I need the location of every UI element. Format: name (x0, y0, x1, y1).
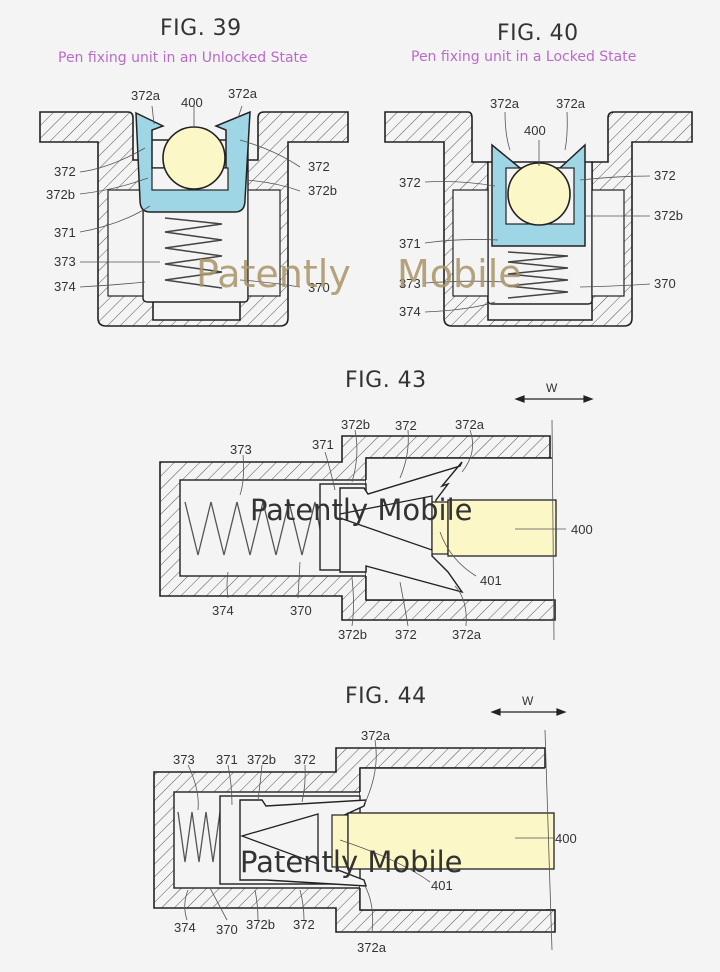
fig39-label-372a-left: 372a (131, 88, 160, 103)
fig43-label-372b-bottom: 372b (338, 627, 367, 642)
fig43-label-372a-top: 372a (455, 417, 484, 432)
fig44-direction-label: W (522, 694, 534, 708)
fig43-label-400: 400 (571, 522, 593, 537)
fig43-label-372-top: 372 (395, 418, 417, 433)
fig39-subtitle: Pen fixing unit in an Unlocked State (58, 50, 308, 66)
fig44-label-372a-bottom: 372a (357, 940, 386, 955)
fig39-label-372-left: 372 (54, 164, 76, 179)
fig44-label-372b-bottom: 372b (246, 917, 275, 932)
fig44-title: FIG. 44 (345, 684, 427, 709)
fig43-title: FIG. 43 (345, 368, 427, 393)
fig39-label-372-right: 372 (308, 159, 330, 174)
fig40-label-374: 374 (399, 304, 421, 319)
fig40-label-400: 400 (524, 123, 546, 138)
fig44-label-372b-top: 372b (247, 752, 276, 767)
fig39-label-371: 371 (54, 225, 76, 240)
fig44-label-400: 400 (555, 831, 577, 846)
fig43-label-374: 374 (212, 603, 234, 618)
fig40-label-370: 370 (654, 276, 676, 291)
fig40-subtitle: Pen fixing unit in a Locked State (411, 49, 637, 65)
fig39-label-372b-right: 372b (308, 183, 337, 198)
fig40-label-372a-right: 372a (556, 96, 585, 111)
fig40-label-371: 371 (399, 236, 421, 251)
fig39-drawing (39, 105, 349, 327)
fig40-label-372a-left: 372a (490, 96, 519, 111)
watermark-right: Mobile (397, 252, 522, 296)
fig39-label-370: 370 (308, 280, 330, 295)
fig44-label-372-bottom: 372 (293, 917, 315, 932)
fig40-drawing (384, 111, 693, 327)
fig39-label-372b-left: 372b (46, 187, 75, 202)
fig43-label-371: 371 (312, 437, 334, 452)
fig43-label-373: 373 (230, 442, 252, 457)
watermark-fig44: Patently Mobile (240, 845, 463, 879)
fig44-drawing (153, 708, 567, 951)
watermark-left: Patently (196, 252, 351, 296)
fig40-label-372-right: 372 (654, 168, 676, 183)
fig39-label-372a-right: 372a (228, 86, 257, 101)
fig40-title: FIG. 40 (497, 21, 579, 46)
fig44-label-370: 370 (216, 922, 238, 937)
fig39-title: FIG. 39 (160, 16, 242, 41)
fig40-label-373: 373 (399, 276, 421, 291)
fig39-label-373: 373 (54, 254, 76, 269)
fig39-label-400: 400 (181, 95, 203, 110)
fig44-label-401: 401 (431, 878, 453, 893)
fig43-label-372a-bottom: 372a (452, 627, 481, 642)
fig43-drawing (159, 395, 594, 641)
fig44-label-374: 374 (174, 920, 196, 935)
watermark-fig43: Patently Mobile (250, 493, 473, 527)
fig39-label-374: 374 (54, 279, 76, 294)
fig43-direction-label: W (546, 381, 558, 395)
fig44-label-372-top: 372 (294, 752, 316, 767)
fig40-label-372-left: 372 (399, 175, 421, 190)
fig43-label-401: 401 (480, 573, 502, 588)
fig43-label-372-bottom: 372 (395, 627, 417, 642)
fig44-label-372a-top: 372a (361, 728, 390, 743)
fig44-label-373: 373 (173, 752, 195, 767)
fig44-label-371: 371 (216, 752, 238, 767)
fig43-label-370: 370 (290, 603, 312, 618)
fig40-label-372b: 372b (654, 208, 683, 223)
fig43-label-372b-top: 372b (341, 417, 370, 432)
